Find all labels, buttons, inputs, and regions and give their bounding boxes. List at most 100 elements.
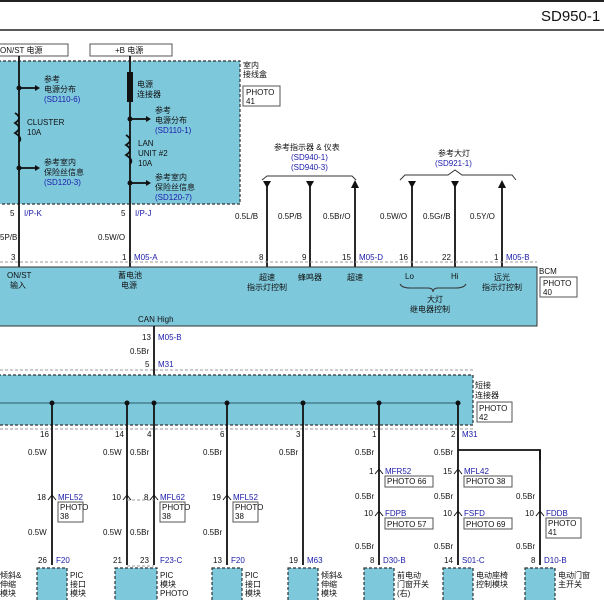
connector-id: M31 [462, 430, 478, 439]
module-label: 倾斜& [321, 570, 343, 580]
ref-link[interactable]: (SD120-3) [44, 178, 81, 187]
arrow-down-icon [263, 181, 271, 188]
wire-label: 0.5W [28, 448, 47, 457]
ref-link[interactable]: (SD110-6) [44, 95, 81, 104]
pin-number: 9 [302, 253, 307, 262]
module-label: 模块 [245, 588, 261, 598]
inline-connector-icon [149, 494, 159, 501]
bcm-io-label: 指示灯控制 [482, 282, 522, 292]
connector-id: FDPB [385, 509, 406, 518]
wire-label: 0.5W/O [98, 233, 125, 242]
inline-connector-icon [122, 494, 132, 501]
pin-number: 13 [142, 333, 151, 342]
wire-label: 0.5Br [130, 347, 149, 356]
inline-connector-icon [453, 468, 463, 475]
pin-number: 8 [370, 556, 375, 565]
connector-id: M05-B [506, 253, 530, 262]
wire-label: 0.5Gr/B [423, 212, 451, 221]
photo-box [463, 475, 513, 488]
junction-box-label: 接线盒 [243, 69, 267, 79]
pin-number: 3 [296, 430, 301, 439]
ref-text: 电源分布 [155, 115, 187, 125]
photo-label: PHOTO [548, 519, 576, 528]
wire-label: 0.5Br [203, 528, 222, 537]
arrow-icon [35, 85, 40, 91]
on-st-power-box [0, 43, 69, 57]
fuse-icon [13, 112, 22, 143]
photo-box [384, 517, 434, 530]
photo-number: 38 [235, 512, 244, 521]
bcm-io-label: 远光 [494, 272, 510, 282]
module-label: PHOTO [160, 589, 188, 598]
bcm-io-label: Hi [451, 272, 459, 281]
arrow-up-icon [351, 180, 359, 188]
bcm-module [0, 266, 538, 327]
photo-box [545, 517, 582, 539]
ref-link[interactable]: (SD110-1) [155, 126, 192, 135]
module-label: 接口 [70, 579, 86, 589]
arrow-down-icon [408, 181, 416, 188]
fuse-rating: 10A [138, 159, 153, 168]
pin-number: 3 [11, 253, 16, 262]
plus-b-power-box [89, 43, 173, 57]
power-connector-bar [127, 72, 133, 102]
fuse-name: LAN [138, 139, 154, 148]
pin-number: 10 [364, 509, 373, 518]
plus-b-power-label: +B 电源 [115, 45, 143, 55]
ref-link[interactable]: (SD921-1) [435, 159, 472, 168]
connector-id: M63 [307, 556, 323, 565]
connector-label: 电源 [137, 79, 153, 89]
pin-number: 19 [289, 556, 298, 565]
dashed-link [127, 499, 154, 567]
photo-label: PHOTO 66 [387, 477, 427, 486]
fuse-rating: 10A [27, 128, 42, 137]
bcm-input-label: ON/ST [7, 271, 32, 280]
photo-label: PHOTO 69 [466, 520, 506, 529]
bcm-io-label: Lo [405, 272, 414, 281]
connector-id: M31 [158, 360, 174, 369]
wire-label: 0.5P/B [278, 212, 302, 221]
module-label: 主开关 [558, 579, 582, 589]
pin-number: 10 [525, 509, 534, 518]
headlamp-bracket [399, 283, 467, 293]
ref-text: 电源分布 [44, 84, 76, 94]
module-label: PIC [160, 571, 174, 580]
module-label: 接口 [245, 579, 261, 589]
module-label: 电动座椅 [476, 570, 508, 580]
module-label: 电动门窗 [558, 570, 590, 580]
ref-link[interactable]: (SD940-3) [291, 163, 328, 172]
inline-connector-icon [222, 494, 232, 501]
bcm-io-label: 大灯 [427, 294, 443, 304]
bcm-input-label: 电源 [121, 280, 137, 290]
connector-label: 连接器 [137, 89, 161, 99]
connector-id: M05-D [359, 253, 383, 262]
inline-connector-icon [535, 510, 545, 517]
can-high-label: CAN High [138, 315, 174, 324]
connector-id: MFL52 [233, 493, 258, 502]
pin-number: 10 [112, 493, 121, 502]
connector-id: I/P-K [24, 209, 42, 218]
module-box [363, 567, 395, 600]
ref-bracket [261, 175, 357, 181]
connector-id: MFL42 [464, 467, 489, 476]
ref-text: 保险丝信息 [44, 167, 84, 177]
pin-number: 21 [113, 556, 122, 565]
pin-number: 1 [372, 430, 377, 439]
connector-id: F23-C [160, 556, 182, 565]
ref-link[interactable]: (SD120-7) [155, 193, 192, 202]
connector-id: S01-C [462, 556, 485, 565]
photo-box [232, 501, 259, 523]
ref-text: 参考室内 [44, 157, 76, 167]
wire-label: 0.5Br/O [323, 212, 351, 221]
module-label: 模块 [0, 588, 16, 598]
module-label: 模块 [321, 588, 337, 598]
module-label: 伸缩 [321, 579, 337, 589]
pin-number: 16 [399, 253, 408, 262]
pin-number: 5 [121, 209, 126, 218]
wire-label: 0.5Br [434, 492, 453, 501]
module-label: 前电动 [397, 570, 421, 580]
ref-link[interactable]: (SD940-1) [291, 153, 328, 162]
wire-label: 0.5Br [434, 448, 453, 457]
bcm-label: BCM [539, 267, 557, 276]
photo-label: PHOTO [162, 503, 190, 512]
